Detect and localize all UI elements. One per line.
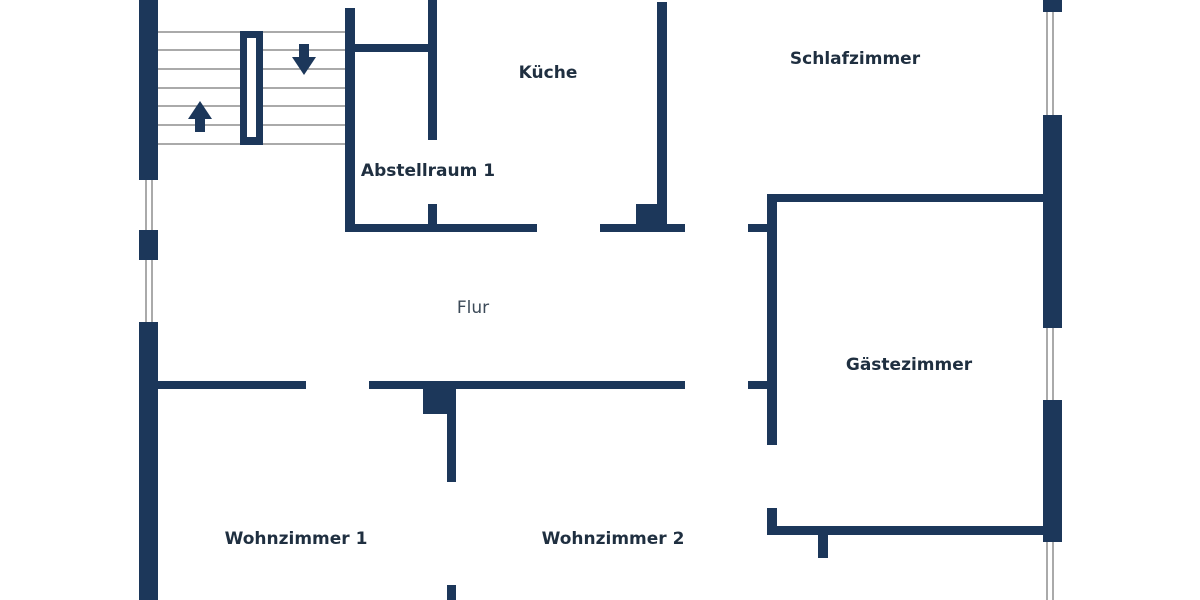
- arrow-up-icon: [188, 101, 212, 132]
- room-label-gaestezimmer: Gästezimmer: [845, 355, 973, 375]
- room-label-wohnzimmer1: Wohnzimmer 1: [224, 529, 368, 549]
- stairs: [158, 31, 345, 145]
- room-label-schlafzimmer: Schlafzimmer: [789, 49, 921, 69]
- room-label-flur: Flur: [456, 298, 490, 318]
- arrow-down-icon: [292, 44, 316, 75]
- room-label-kueche: Küche: [518, 63, 578, 83]
- room-label-abstellraum: Abstellraum 1: [360, 161, 496, 181]
- windows: [145, 12, 1054, 600]
- walls: [139, 0, 1062, 600]
- room-label-wohnzimmer2: Wohnzimmer 2: [541, 529, 685, 549]
